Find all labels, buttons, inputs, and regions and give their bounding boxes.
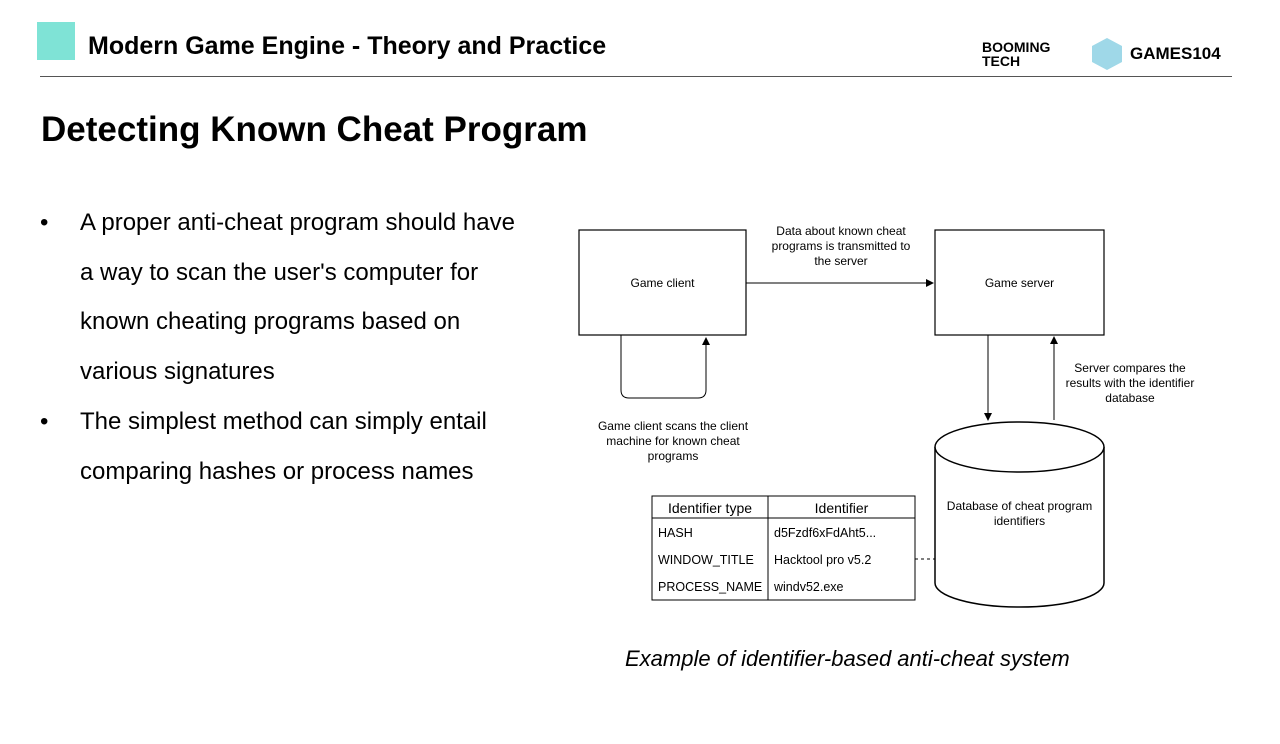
bullet-item: The simplest method can simply entail co… — [40, 397, 530, 496]
bullet-item: A proper anti-cheat program should have … — [40, 198, 530, 397]
game-client-label: Game client — [630, 276, 695, 290]
scan-loop-arrow — [620, 335, 710, 399]
database-cylinder — [934, 447, 1105, 608]
game-server-label: Game server — [984, 276, 1055, 290]
compare-label: Server compares the results with the ide… — [1065, 361, 1195, 405]
identifier-table — [651, 495, 916, 601]
header-divider — [40, 76, 1232, 77]
figure-caption: Example of identifier-based anti-cheat s… — [625, 646, 1070, 671]
database-label: Database of cheat program identifiers — [946, 499, 1093, 528]
bullet-list: A proper anti-cheat program should have … — [40, 198, 530, 496]
booming-tech-logo: BOOMING TECH — [982, 39, 1051, 69]
course-logo-icon — [37, 22, 75, 60]
games104-logo: GAMES104 — [1130, 44, 1221, 63]
table-cell: d5Fzdf6xFdAht5... — [774, 526, 877, 540]
slide-title: Detecting Known Cheat Program — [41, 110, 588, 149]
game-client-box — [578, 229, 747, 336]
table-cell: Hacktool pro v5.2 — [774, 553, 872, 567]
transmit-label: Data about known cheat programs is trans… — [771, 224, 911, 268]
scan-label: Game client scans the client machine for… — [597, 419, 749, 463]
table-cell: PROCESS_NAME — [658, 580, 763, 594]
table-cell: WINDOW_TITLE — [658, 553, 754, 567]
table-header: Identifier type — [667, 500, 753, 516]
table-header: Identifier — [814, 500, 869, 516]
table-cell: windv52.exe — [774, 580, 844, 594]
header-title: Modern Game Engine - Theory and Practice — [88, 32, 607, 60]
game-server-box — [934, 229, 1105, 336]
table-cell: HASH — [658, 526, 693, 540]
